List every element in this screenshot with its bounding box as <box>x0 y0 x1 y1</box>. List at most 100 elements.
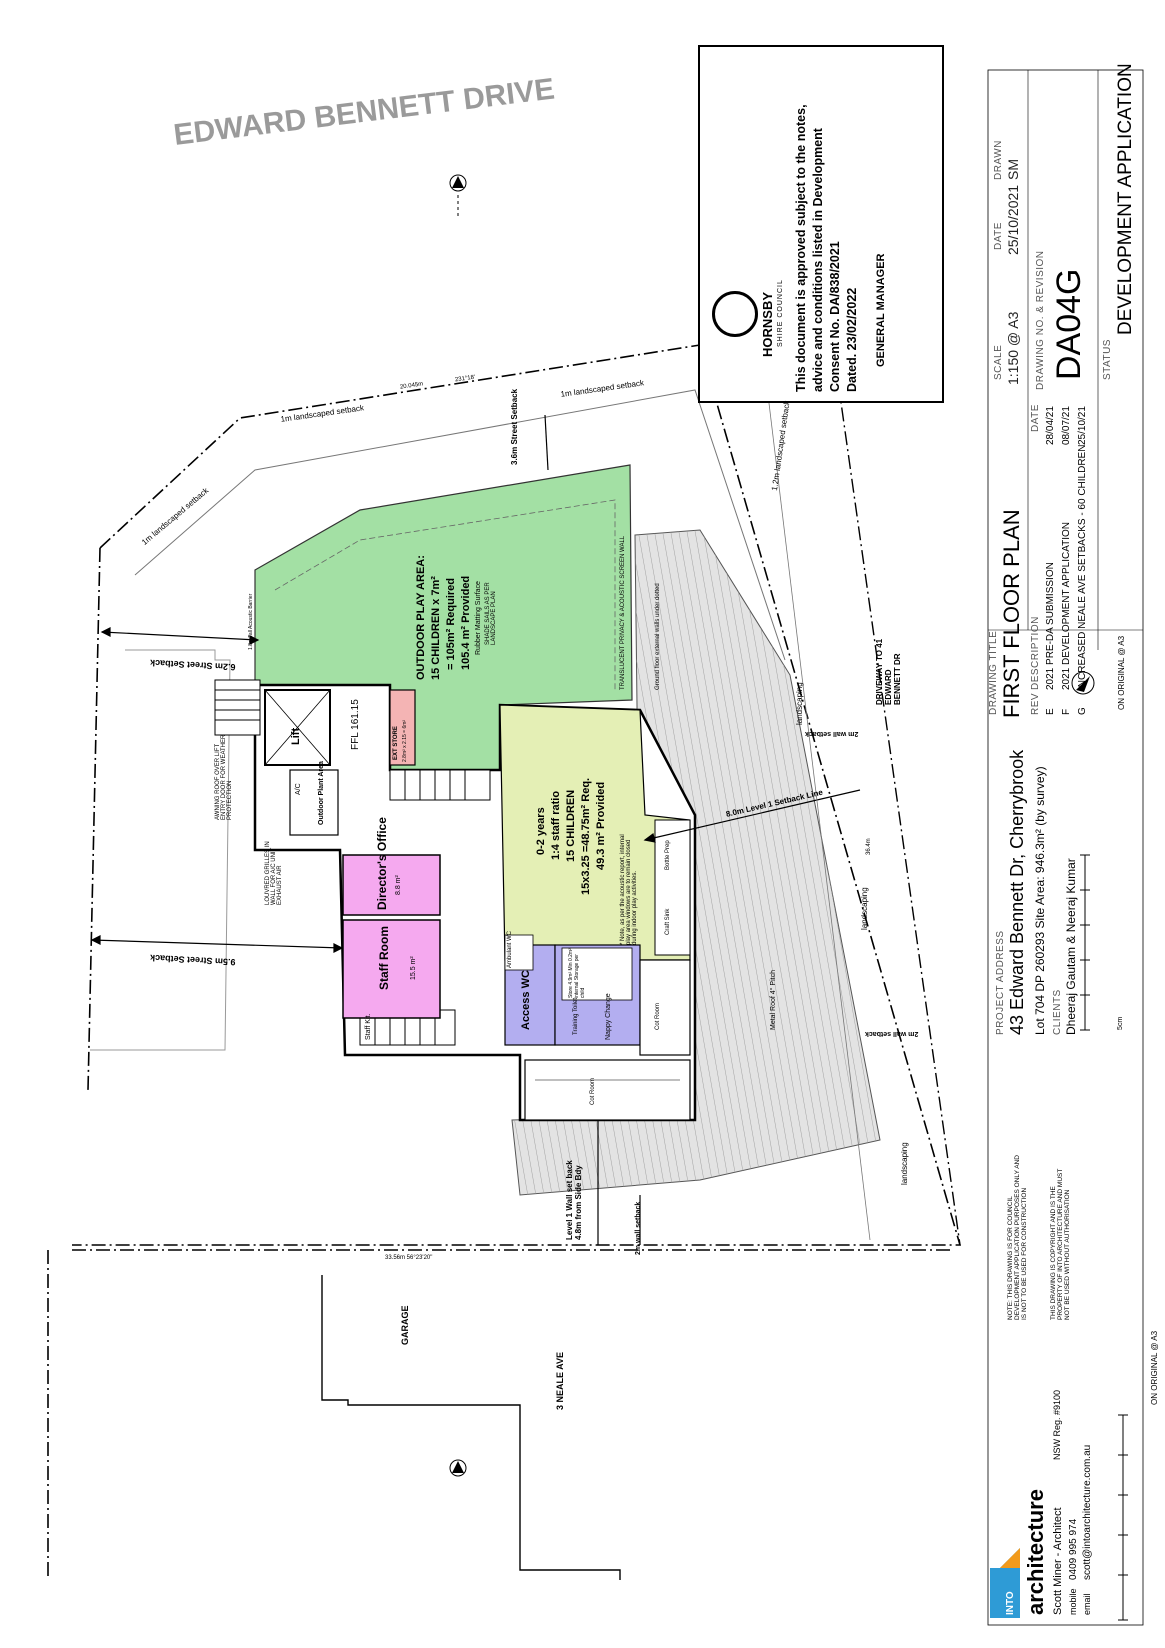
stamp-line-1: This document is approved subject to the… <box>794 104 808 392</box>
council-name: HORNSBY <box>760 291 775 357</box>
landscape-line <box>134 389 786 661</box>
dimension-95m <box>90 935 344 953</box>
nappy-label: Nappy Change <box>605 993 612 1040</box>
bottle-label: Bottle Prep <box>665 840 671 870</box>
bearing-label: 33.56m 56°23'20" <box>385 1255 433 1261</box>
label-screen: TRANSLUCENT PRIVACY & ACOUSTIC SCREEN WA… <box>620 535 626 690</box>
staff-room-area: 15.5 m² <box>410 956 417 980</box>
outdoor-l3: = 105m² Required <box>445 577 457 670</box>
rev-f-desc: 2021 DEVELOPMENT APPLICATION <box>1061 521 1072 690</box>
lift-label: Lift <box>290 727 302 745</box>
directors-label: Director's Office <box>375 817 389 910</box>
outdoor-rubber: Rubber Matting Surface <box>475 581 482 655</box>
outdoor-l4: 105.4 m² Provided <box>460 575 472 670</box>
dim-a: 36.4m <box>866 838 872 855</box>
directors-office <box>342 854 441 916</box>
play-l1: 0-2 years <box>535 807 547 855</box>
status-value: DEVELOPMENT APPLICATION <box>1115 63 1136 335</box>
date-value: 25/10/2021 <box>1005 184 1021 255</box>
original-a3-lower: ON ORIGINAL @ A3 <box>1150 1330 1159 1405</box>
dimension-level1 <box>643 789 861 843</box>
rev-e-desc: 2021 PRE-DA SUBMISSION <box>1045 562 1056 690</box>
outdoor-title: OUTDOOR PLAY AREA: <box>415 555 427 680</box>
council-note: NOTE: THIS DRAWING IS FOR COUNCIL DEVELO… <box>1007 1155 1028 1320</box>
staff-room-label: Staff Room <box>377 926 391 990</box>
storage-label: Store 4.9m² Min 0.2m² internal Storage p… <box>568 948 586 998</box>
mobile-value: 0409 995 974 <box>1068 1518 1079 1580</box>
bottle-prep <box>654 819 691 956</box>
boundary-front <box>87 547 101 1091</box>
wall-setback-2: 2m wall setback <box>865 1030 919 1037</box>
outdoor-shade: SHADE SAILS AS PER LANDSCAPE PLAN <box>485 582 497 645</box>
rev-e: E <box>1045 708 1056 715</box>
rev-g-desc: INCREASED NEALE AVE SETBACKS - 60 CHILDR… <box>1077 444 1088 690</box>
rev-f: F <box>1061 708 1072 715</box>
email-label: email <box>1082 1593 1092 1615</box>
dimension-62m <box>100 627 260 645</box>
ext-store <box>389 689 416 766</box>
house-outline-ground <box>90 649 231 1051</box>
garage-label: GARAGE <box>400 1305 410 1345</box>
external-stairs <box>214 679 261 736</box>
stamp-signatory: GENERAL MANAGER <box>875 253 887 367</box>
council-sub: SHIRE COUNCIL <box>777 279 784 347</box>
clients-label: CLIENTS <box>1052 989 1063 1035</box>
ac-label: A/C <box>295 783 302 795</box>
firm-name: architecture <box>1023 1489 1048 1615</box>
wall-setback-1: 2m wall setback <box>805 730 859 737</box>
architect-name: Scott Miner - Architect <box>1052 1507 1064 1615</box>
email-value: scott@intoarchitecture.com.au <box>1082 1444 1093 1580</box>
stamp-line-4: Dated. 23/02/2022 <box>845 287 859 392</box>
project-address: 43 Edward Bennett Dr, Cherrybrook <box>1007 749 1027 1035</box>
rev-f-date: 08/07/21 <box>1061 406 1072 445</box>
play-note: * Note, as per the acoustic report, inte… <box>620 834 638 945</box>
project-lot: Lot 704 DP 260293 Site Area: 946.3m² (by… <box>1033 766 1047 1035</box>
training-label: Training Toilet <box>573 997 579 1035</box>
title-block-frame <box>987 69 1144 1626</box>
hornsby-logo-icon <box>712 291 758 337</box>
street-name: EDWARD BENNETT DRIVE <box>172 72 557 151</box>
plant-label: Outdoor Plant Area <box>318 761 325 825</box>
staff-kit-label: Staff Kit. <box>365 1013 372 1040</box>
play-l3: 15 CHILDREN <box>565 789 577 862</box>
label-setback-36: 3.6m Street Setback <box>510 388 519 465</box>
rdate-col-label: DATE <box>1030 404 1041 432</box>
scale-unit: 5cm <box>1117 1016 1124 1030</box>
ambulant-label: Ambulant WC <box>507 930 513 968</box>
cot-room-b <box>524 1059 691 1121</box>
directors-area: 8.8 m² <box>395 875 402 895</box>
play-l4: 15x3.25 =48.75m² Req. <box>580 777 592 895</box>
rev-e-date: 28/04/21 <box>1045 406 1056 445</box>
metal-roof-label: Metal Roof 4° Pitch <box>770 970 777 1030</box>
rev-g-date: 25/10/21 <box>1077 406 1088 445</box>
clients-value: Dheeraj Gautam & Neeraj Kumar <box>1064 858 1078 1035</box>
north-arrow-icon-lower <box>449 1459 467 1477</box>
dimension-36m <box>544 414 549 471</box>
approval-stamp: HORNSBY SHIRE COUNCIL This document is a… <box>698 45 944 403</box>
staff-room <box>342 919 441 1019</box>
rev-g: G <box>1077 707 1088 715</box>
architect-reg: NSW Reg. #9100 <box>1052 1389 1062 1460</box>
scale-label: SCALE <box>993 344 1004 380</box>
drawing-title: FIRST FLOOR PLAN <box>999 509 1024 718</box>
cot-room-a <box>639 959 691 1056</box>
craft-label: Craft Sink <box>665 908 671 935</box>
desc-col-label: DESCRIPTION <box>1030 616 1041 690</box>
dwg-value: DA04G <box>1050 268 1088 381</box>
stamp-line-2: advice and conditions listed in Developm… <box>811 128 825 392</box>
ext-store-dim: 2.8m² x 2.15 = 6m² <box>402 719 408 762</box>
dwg-label: DRAWING NO. & REVISION <box>1035 250 1046 390</box>
ambulant-wc <box>504 934 534 971</box>
landscaping-2: landscaping <box>860 887 869 930</box>
scale-value: 1:150 @ A3 <box>1005 311 1021 385</box>
play-l2: 1:4 staff ratio <box>550 790 562 860</box>
cot-room-label-b: Cot Room <box>590 1077 596 1105</box>
drawn-label: DRAWN <box>993 140 1004 180</box>
firm-prefix: INTO <box>1005 1591 1016 1615</box>
driveway-label: DRIVEWAY TO 41 EDWARD BENNETT DR <box>875 638 902 705</box>
ffl-label: FFL 161.15 <box>350 699 361 750</box>
cot-room-label-a: Cot Room <box>655 1002 661 1030</box>
title-label: DRAWING TITLE <box>988 630 999 715</box>
scale-bar <box>1080 854 1090 1031</box>
project-label: PROJECT ADDRESS <box>995 930 1006 1035</box>
